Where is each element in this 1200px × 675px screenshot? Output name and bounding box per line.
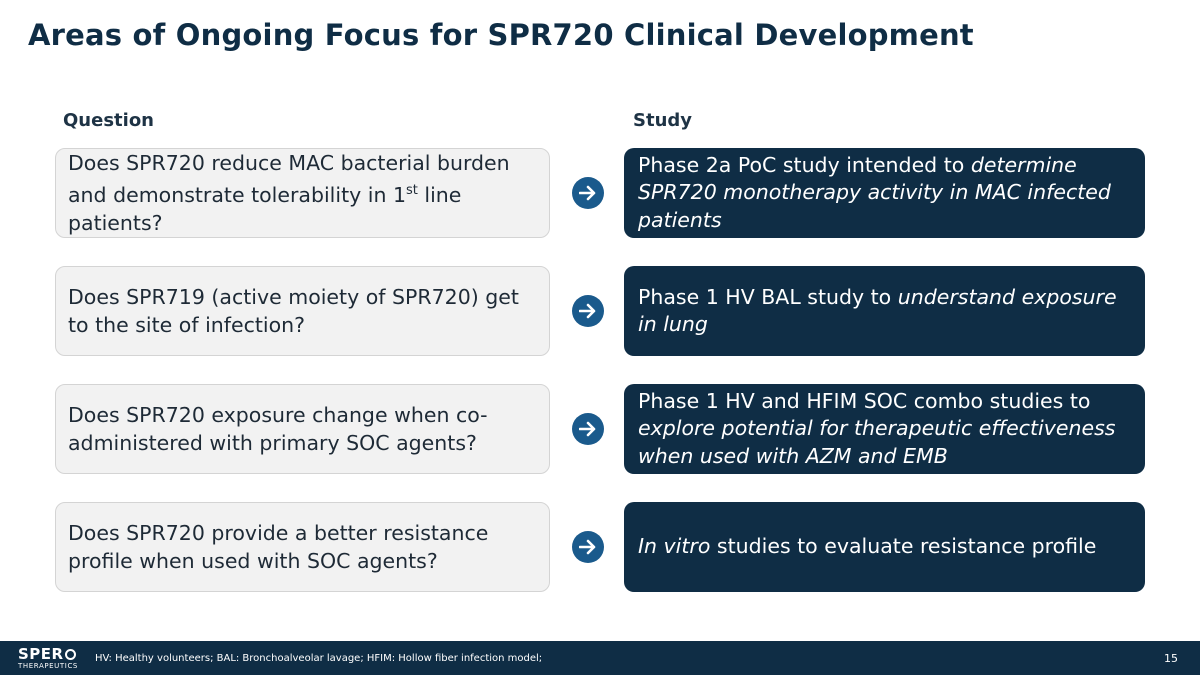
study-box-3: Phase 1 HV and HFIM SOC combo studies to… bbox=[624, 384, 1145, 474]
page-number: 15 bbox=[1164, 652, 1178, 665]
question-text-3: Does SPR720 exposure change when co-admi… bbox=[68, 403, 488, 455]
study-box-2: Phase 1 HV BAL study to understand expos… bbox=[624, 266, 1145, 356]
right-arrow-icon bbox=[572, 177, 604, 209]
footer-bar: SPER THERAPEUTICS HV: Healthy volunteers… bbox=[0, 641, 1200, 675]
logo-ring-icon bbox=[64, 649, 76, 660]
question-box-3: Does SPR720 exposure change when co-admi… bbox=[55, 384, 550, 474]
study-text-2: Phase 1 HV BAL study to understand expos… bbox=[638, 284, 1117, 337]
column-header-question: Question bbox=[63, 110, 154, 131]
page-title: Areas of Ongoing Focus for SPR720 Clinic… bbox=[28, 18, 974, 52]
question-box-2: Does SPR719 (active moiety of SPR720) ge… bbox=[55, 266, 550, 356]
question-text-4: Does SPR720 provide a better resistance … bbox=[68, 521, 489, 573]
question-box-4: Does SPR720 provide a better resistance … bbox=[55, 502, 550, 592]
study-box-4: In vitro studies to evaluate resistance … bbox=[624, 502, 1145, 592]
column-header-study: Study bbox=[633, 110, 693, 131]
right-arrow-icon bbox=[572, 413, 604, 445]
study-text-3: Phase 1 HV and HFIM SOC combo studies to… bbox=[638, 388, 1116, 468]
right-arrow-icon bbox=[572, 295, 604, 327]
company-logo: SPER THERAPEUTICS bbox=[18, 645, 78, 670]
question-text-1: Does SPR720 reduce MAC bacterial burden … bbox=[68, 151, 510, 235]
study-text-1: Phase 2a PoC study intended to determine… bbox=[638, 152, 1111, 232]
footnote: HV: Healthy volunteers; BAL: Bronchoalve… bbox=[95, 653, 543, 664]
right-arrow-icon bbox=[572, 531, 604, 563]
study-text-4: In vitro studies to evaluate resistance … bbox=[638, 534, 1097, 559]
study-box-1: Phase 2a PoC study intended to determine… bbox=[624, 148, 1145, 238]
question-box-1: Does SPR720 reduce MAC bacterial burden … bbox=[55, 148, 550, 238]
question-text-2: Does SPR719 (active moiety of SPR720) ge… bbox=[68, 285, 519, 337]
